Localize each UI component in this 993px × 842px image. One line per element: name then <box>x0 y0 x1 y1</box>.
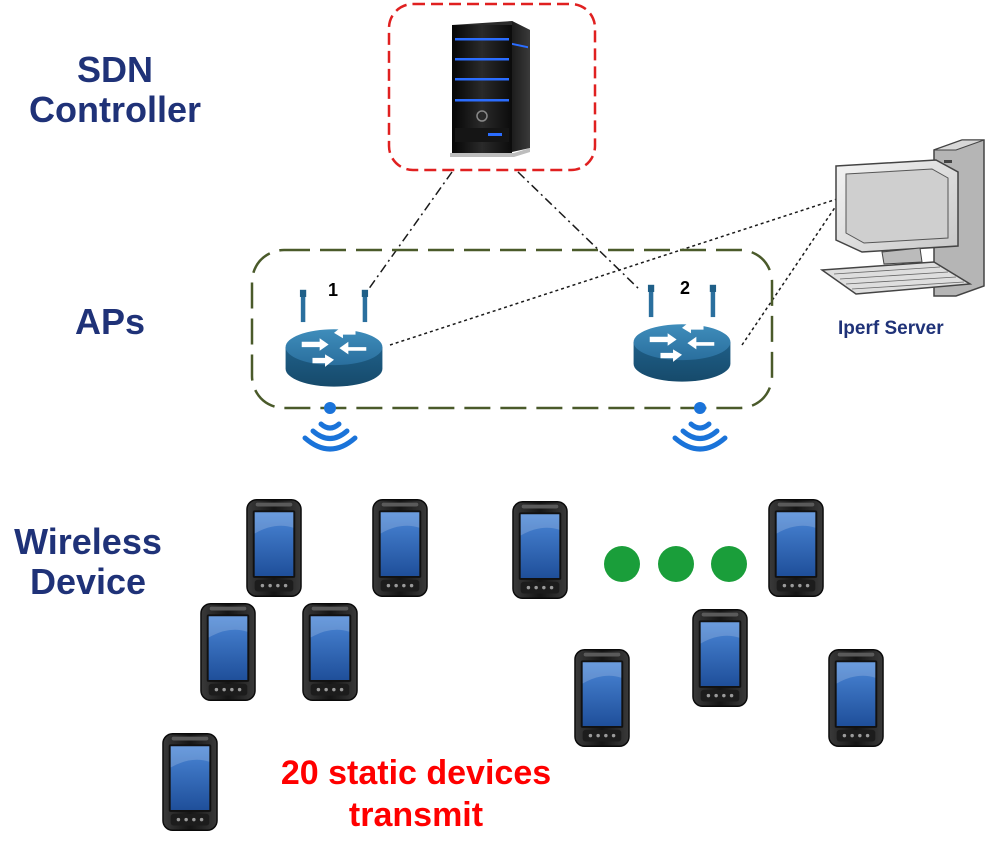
router-icon <box>633 284 731 382</box>
smartphone-icon <box>574 648 630 748</box>
iperf-server-label: Iperf Server <box>838 318 944 339</box>
wireless-device-label-line1: Wireless <box>14 521 162 562</box>
controller-group-box <box>387 2 597 172</box>
smartphone-icon <box>512 500 568 600</box>
smartphone-icon <box>302 602 358 702</box>
ap1-number: 1 <box>328 280 339 300</box>
ellipsis-dot-icon <box>658 546 694 582</box>
sdn-controller-label-line1: SDN <box>76 49 153 90</box>
smartphone-icon <box>200 602 256 702</box>
ap-group-box <box>250 248 774 410</box>
sdn-controller-label: SDN Controller <box>20 50 210 130</box>
ellipsis-dot-icon <box>604 546 640 582</box>
wireless-device-label-line2: Device <box>29 561 147 602</box>
static-devices-caption-line2: transmit <box>348 796 484 834</box>
ap2-number: 2 <box>680 278 691 298</box>
ellipsis-dots <box>604 546 747 582</box>
connection-lines <box>367 171 841 346</box>
smartphone-icon <box>162 732 218 832</box>
smartphone-icon <box>246 498 302 598</box>
smartphone-icon <box>372 498 428 598</box>
ap2-server-link <box>741 199 841 346</box>
desktop-computer-icon <box>819 139 985 297</box>
router-icon <box>285 289 383 387</box>
static-devices-caption-line1: 20 static devices <box>280 754 552 792</box>
smartphone-icon <box>828 648 884 748</box>
aps-label: APs <box>74 301 146 342</box>
static-devices-caption: 20 static devices transmit <box>246 752 586 836</box>
ap1-server-link <box>389 197 841 346</box>
wireless-device-label: Wireless Device <box>0 522 176 602</box>
ellipsis-dot-icon <box>711 546 747 582</box>
sdn-controller-label-line2: Controller <box>28 89 201 130</box>
controller-ap2-link <box>517 171 641 291</box>
wifi-icon <box>305 402 355 449</box>
server-icon <box>450 21 530 157</box>
smartphone-icon <box>768 498 824 598</box>
smartphone-icon <box>692 608 748 708</box>
controller-ap1-link <box>367 171 453 291</box>
